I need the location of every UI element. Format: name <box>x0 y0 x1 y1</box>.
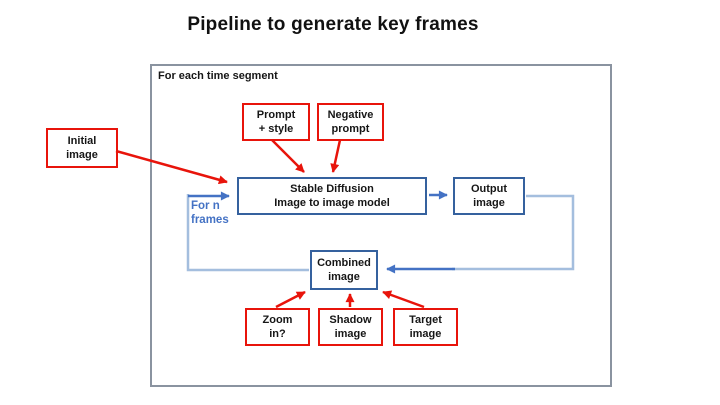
node-output-image-label: Output image <box>470 182 508 209</box>
node-initial-image-label: Initial image <box>66 134 98 161</box>
node-stable-diffusion: Stable Diffusion Image to image model <box>237 177 427 215</box>
node-prompt-style-label: Prompt + style <box>256 108 296 135</box>
time-segment-group-label: For each time segment <box>158 70 278 82</box>
node-stable-diffusion-label: Stable Diffusion Image to image model <box>274 182 390 209</box>
node-combined-image-label: Combined image <box>317 256 371 283</box>
loop-count-label: For n frames <box>191 200 229 227</box>
page-title: Pipeline to generate key frames <box>187 14 479 35</box>
node-combined-image: Combined image <box>310 250 378 290</box>
node-shadow-image: Shadow image <box>318 308 383 346</box>
node-negative-prompt-label: Negative prompt <box>327 108 374 135</box>
node-negative-prompt: Negative prompt <box>317 103 384 141</box>
node-prompt-style: Prompt + style <box>242 103 310 141</box>
node-output-image: Output image <box>453 177 525 215</box>
node-target-image: Target image <box>393 308 458 346</box>
time-segment-group-box <box>150 64 612 387</box>
node-initial-image: Initial image <box>46 128 118 168</box>
node-target-image-label: Target image <box>409 313 442 340</box>
node-zoom-in: Zoom in? <box>245 308 310 346</box>
node-zoom-in-label: Zoom in? <box>262 313 293 340</box>
node-shadow-image-label: Shadow image <box>329 313 372 340</box>
